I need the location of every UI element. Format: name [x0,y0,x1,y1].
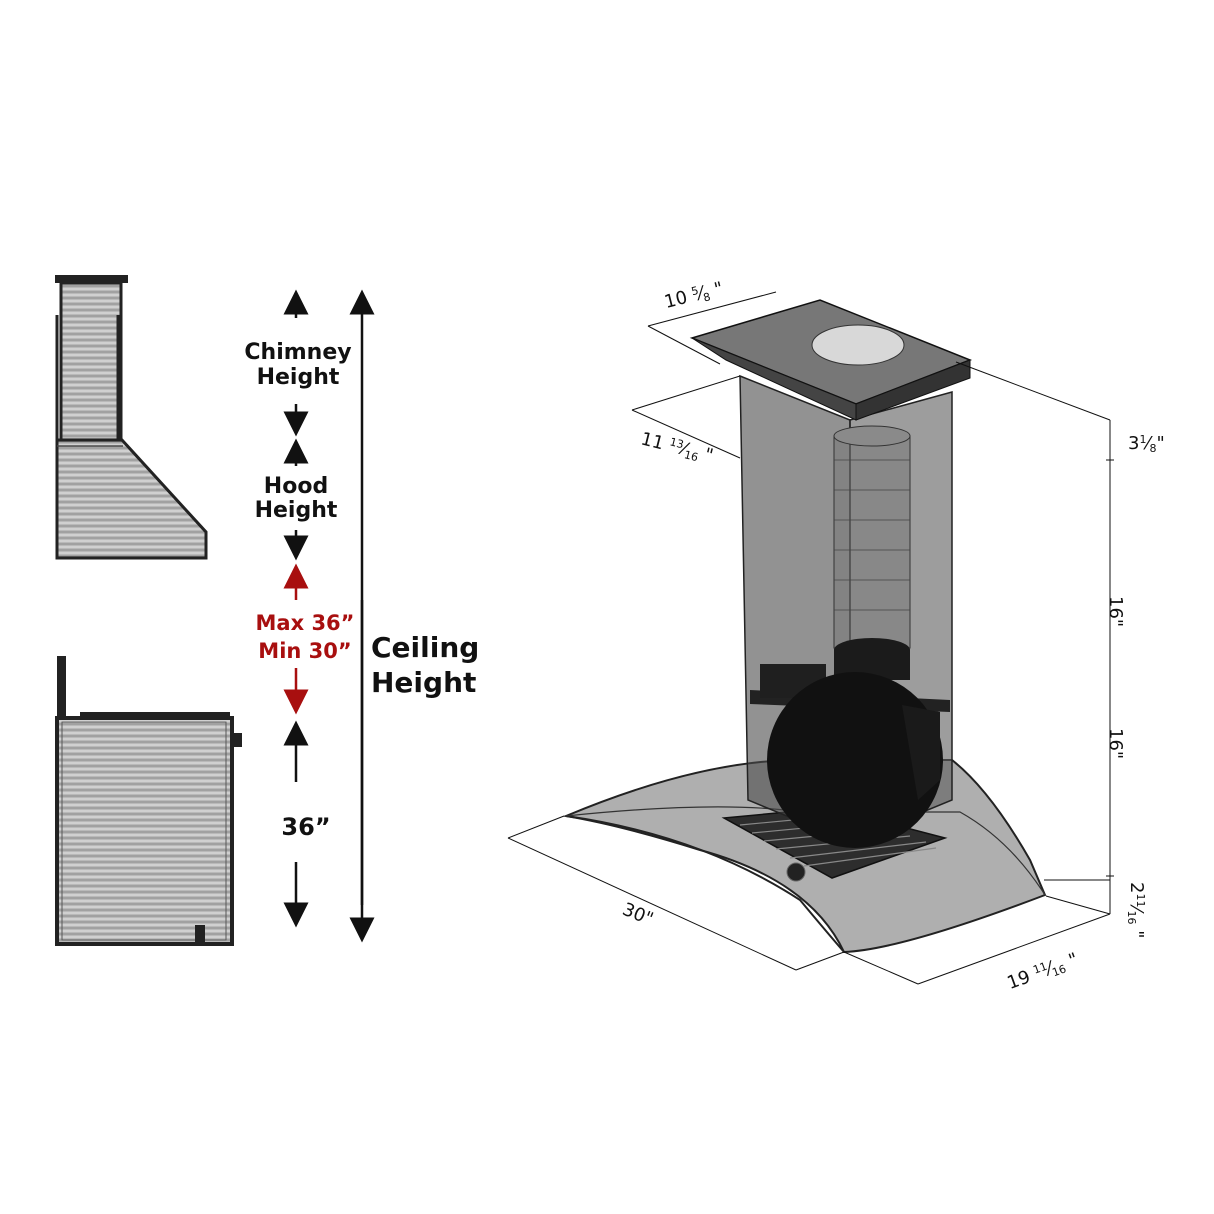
glass-hood-3d [562,299,1047,954]
chimney-height-label-line2: Height [256,365,340,390]
hood-height-label-line2: Height [254,498,338,523]
top-height-den: 8 [1149,442,1157,455]
top-depth-num: 13 [668,435,686,452]
max-clearance-label: Max 36” [255,611,355,635]
top-height-num: 1 [1139,433,1147,446]
dimension-lines [507,291,1114,985]
ceiling-height-label-line1: Ceiling [371,631,480,664]
dimension-chimney-lower: 16" [1105,728,1126,760]
hood-edge-mark: " [1126,930,1147,939]
side-view-hood [55,275,208,560]
top-height-mark: " [1156,433,1165,454]
hood-depth-num: 11 [1031,959,1049,977]
counter-height-label: 36” [281,813,331,841]
dimension-hood-edge: 211⁄16 " [1125,882,1147,939]
top-width-num: 5 [690,283,700,299]
hood-edge-den: 16 [1125,910,1138,925]
hood-height-label-line1: Hood [263,474,329,499]
ceiling-height-label-line2: Height [371,666,477,699]
dimension-top-height: 31⁄8" [1128,433,1165,455]
hood-edge-whole: 2 [1126,882,1147,894]
hood-edge-num: 11 [1134,893,1147,908]
top-height-whole: 3 [1128,433,1140,454]
side-view-range [55,656,242,946]
dimension-chimney-upper: 16" [1105,596,1126,628]
min-clearance-label: Min 30” [258,639,352,663]
top-width-den: 8 [701,290,712,305]
chimney-height-label-line1: Chimney [244,340,352,365]
